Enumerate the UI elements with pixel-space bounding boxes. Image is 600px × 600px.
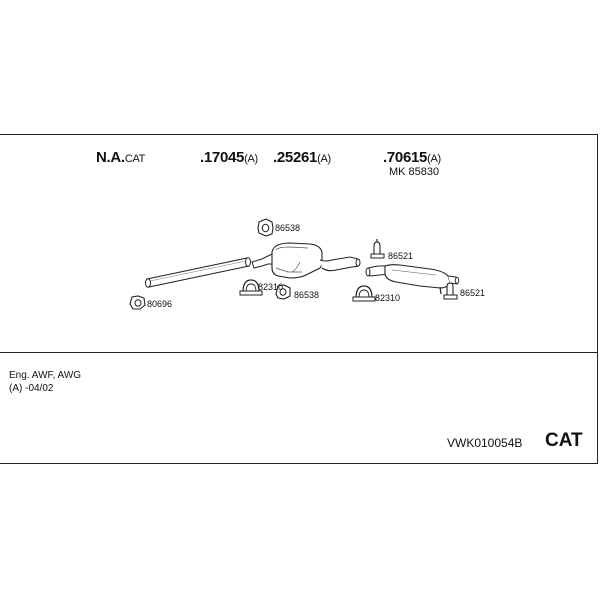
rubber-hanger-rear-icon (443, 282, 458, 300)
label-gasket-left: 80696 (147, 299, 173, 309)
middle-silencer-drawing (251, 242, 361, 279)
part-number-na: N.A.CAT (96, 149, 145, 166)
part-number-rear-silencer: .70615(A) (383, 149, 441, 166)
kit-code: VWK010054B (447, 436, 523, 450)
mounting-kit-number: MK 85830 (389, 166, 440, 178)
gasket-mid-icon (275, 284, 291, 300)
label-clamp-rear: 82310 (375, 293, 401, 303)
label-clamp-mid: 82310 (258, 282, 284, 292)
engine-note: Eng. AWF, AWG (9, 370, 82, 381)
gasket-left-icon (129, 295, 146, 310)
section-divider (0, 352, 598, 353)
label-clip-mid: 86538 (294, 290, 320, 300)
label-gasket-upper: 86538 (275, 223, 301, 233)
part-main: .25261 (273, 149, 318, 166)
part-suffix: (A) (317, 153, 331, 165)
category-label: CAT (545, 430, 583, 451)
diagram-frame (0, 134, 598, 464)
date-range-note: (A) -04/02 (9, 383, 54, 394)
pipe-clamp-mid-icon (239, 279, 263, 296)
rubber-hanger-upper-icon (370, 239, 385, 259)
pipe-clamp-rear-icon (352, 285, 376, 302)
rear-silencer-drawing (365, 264, 460, 295)
gasket-upper-icon (257, 218, 274, 237)
part-main: .70615 (383, 149, 428, 166)
part-number-middle-silencer: .25261(A) (273, 149, 331, 166)
part-suffix: CAT (124, 153, 146, 165)
front-pipe-drawing (145, 257, 251, 288)
part-suffix: (A) (427, 153, 441, 165)
part-suffix: (A) (244, 153, 258, 165)
label-hanger-upper: 86521 (388, 251, 414, 261)
part-number-front-pipe: .17045(A) (200, 149, 258, 166)
part-main: .17045 (200, 149, 245, 166)
part-main: N.A. (96, 149, 125, 166)
label-hanger-rear: 86521 (460, 288, 486, 298)
